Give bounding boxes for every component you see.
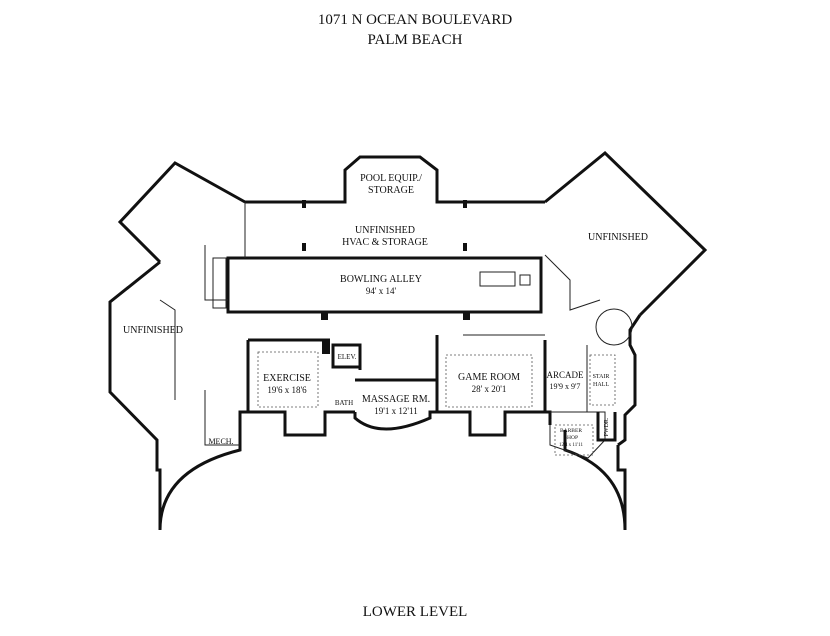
pool-equip-label: POOL EQUIP./ <box>360 173 422 184</box>
pool-equip-label-2: STORAGE <box>368 185 414 196</box>
game-room-size: 28' x 20'1 <box>472 384 507 394</box>
dashed-fixtures <box>257 351 616 456</box>
unfinished-left-label: UNFINISHED <box>123 325 183 336</box>
bath-label: BATH <box>335 399 353 407</box>
barber-shop-label-2: SHOP <box>564 435 578 441</box>
elev-label: ELEV. <box>338 353 357 361</box>
barber-shop-size: 12'4 x 11'11 <box>559 443 583 448</box>
hvac-label: UNFINISHED <box>355 225 415 236</box>
exercise-label: EXERCISE <box>263 373 311 384</box>
stair-hall-label-2: HALL <box>593 382 609 388</box>
game-room-label: GAME ROOM <box>458 372 520 383</box>
arcade-size: 19'9 x 9'7 <box>550 382 581 391</box>
bowling-alley-size: 94' x 14' <box>366 286 397 296</box>
plan-city: PALM BEACH <box>367 32 463 48</box>
arcade-label: ARCADE <box>546 370 584 380</box>
powder-room-label: PWDR. <box>604 417 610 436</box>
massage-room-size: 19'1 x 12'11 <box>374 406 417 416</box>
unfinished-right-label: UNFINISHED <box>588 232 648 243</box>
barber-shop-label: BARBER <box>560 428 582 434</box>
exercise-size: 19'6 x 18'6 <box>267 385 307 395</box>
mech-label: MECH. <box>208 437 233 446</box>
interior-walls <box>159 200 633 459</box>
level-label: LOWER LEVEL <box>362 604 468 620</box>
hvac-label-2: HVAC & STORAGE <box>342 237 428 248</box>
stair-hall-label: STAIR <box>593 374 610 380</box>
bowling-alley-label: BOWLING ALLEY <box>340 274 422 285</box>
plan-address: 1071 N OCEAN BOULEVARD <box>317 12 513 28</box>
exterior-walls <box>108 150 708 531</box>
massage-room-label: MASSAGE RM. <box>362 394 430 405</box>
